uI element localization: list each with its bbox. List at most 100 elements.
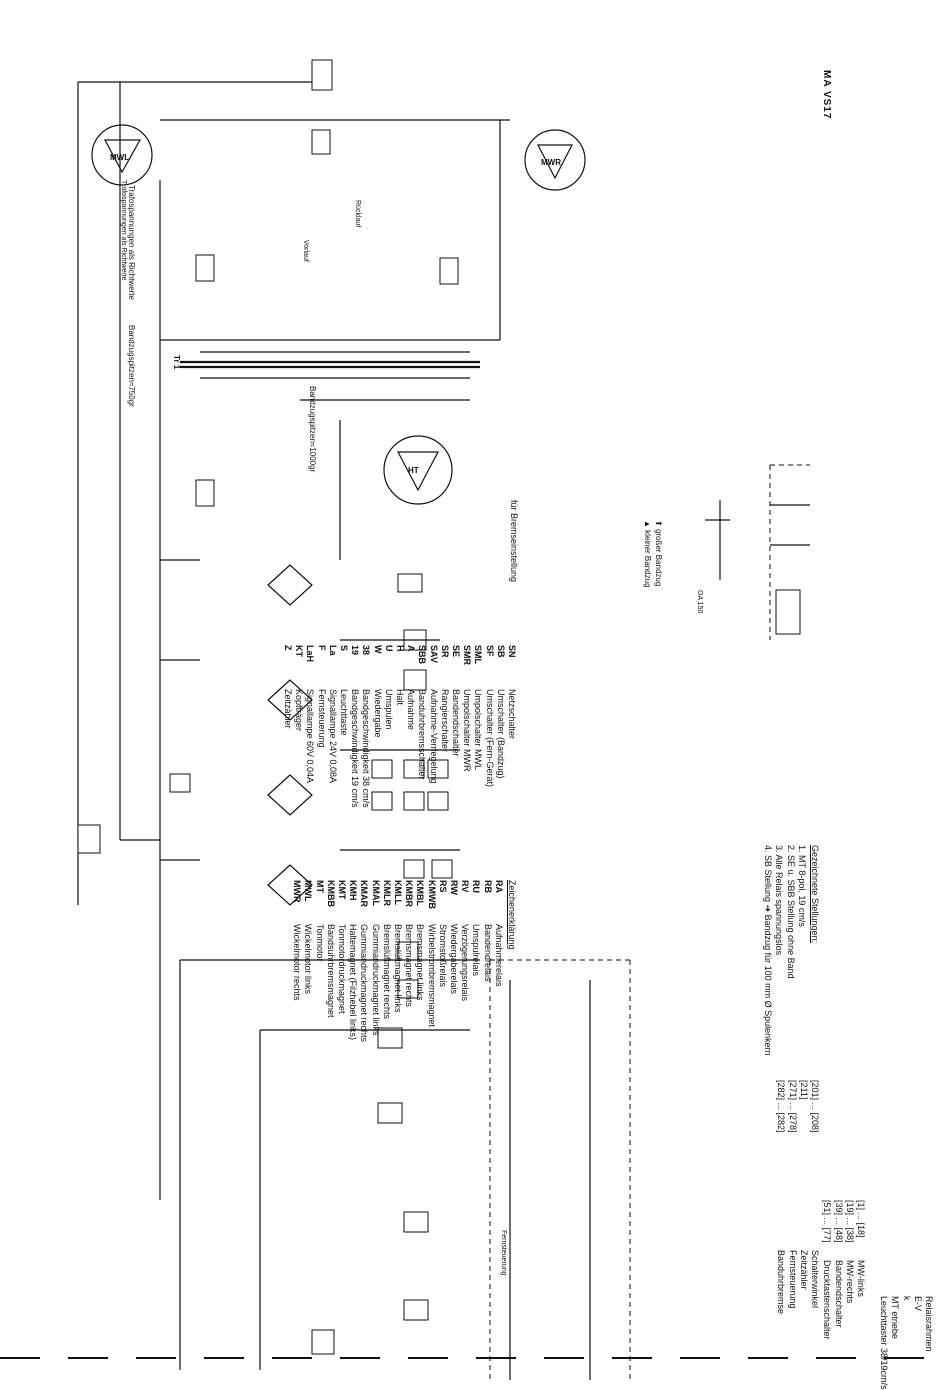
bottom-dash-rule (0, 1357, 950, 1359)
partial-1: E-V (912, 1296, 923, 1312)
relay-legend-row: RS Stromstoßrelais (437, 880, 448, 1094)
switch-legend-code: SAV (428, 645, 439, 663)
switch-legend-code: La (327, 645, 338, 656)
relay-legend-text: Wiedergaberelais (448, 924, 459, 995)
switch-legend-code: U (383, 645, 394, 652)
relay-legend-code: RA (493, 880, 504, 893)
switch-legend-text: Netzschalter (507, 689, 517, 740)
bandzug-note-1: Bandzugspitzen≈750gr (127, 325, 136, 407)
partial-2: k (901, 1296, 912, 1301)
switch-legend-text: Bandgeschwindigkeit 38 cm/s (361, 689, 372, 808)
svg-text:OA 150: OA 150 (696, 590, 703, 613)
partial-0: Relaisrahmen (924, 1296, 934, 1352)
motor-mwr: MWR (524, 129, 586, 191)
switch-legend-code: W (372, 645, 383, 654)
positions-block: Gezeichnete Stellungen: 1. MT 8-pol. 19 … (762, 845, 820, 1056)
relay-legend-code: KMBB (325, 880, 336, 907)
relay-legend-row: RB Bandendrelais (481, 880, 493, 1094)
relay-legend-code: RV (460, 880, 471, 893)
terminal-6: [39] ... [48] (833, 1200, 844, 1243)
relay-legend-code: KMT (336, 880, 347, 900)
switch-legend-code: F (316, 645, 327, 651)
switch-legend-text: Signallampe 24V 0,08A (327, 689, 338, 784)
svg-text:HT: HT (408, 466, 419, 475)
relay-legend-text: Tonmotordruckmagnet (336, 924, 347, 1014)
svg-text:Rücklauf: Rücklauf (354, 200, 361, 227)
switch-legend-text: Banduhrbremsschalter (417, 689, 428, 780)
relay-legend-text: Aufnahmerelais (493, 924, 504, 987)
terminals-block-2: [1] ... [18]MW-links [19] ... [38]MW-rec… (822, 1200, 866, 1340)
svg-text:Tr 1: Tr 1 (172, 355, 181, 370)
terminal-1: [211] (798, 1080, 809, 1100)
relay-legend-code: KMBR (404, 880, 415, 907)
switch-legend-code: SBB (417, 645, 428, 665)
switch-legend-text: Halt (394, 689, 405, 706)
switch-legend-row: SMR Umpolschalter MWR (461, 645, 472, 859)
terminal-2: [271] ... [278] (787, 1080, 798, 1133)
switch-legend-row: SE Bandendschalter (450, 645, 461, 859)
position-1: 1. MT 8-pol. 19 cm/s (796, 845, 807, 927)
relay-legend-code: KMAL (370, 880, 381, 906)
switch-legend-row: SN Netzschalter (506, 645, 517, 859)
document-id: MA VS17 (821, 70, 832, 120)
position-3: 3. Alle Relais spannungslos (774, 845, 785, 956)
switch-legend-text: Aufnahme (406, 689, 417, 731)
partial-4: Leuchttaster 38/19cm/s (879, 1296, 890, 1390)
switch-legend-code: SMR (462, 645, 473, 665)
switch-legend-code: SR (439, 645, 450, 658)
switch-legend-text: Bandendschalter (450, 689, 461, 757)
relay-legend-text: Haltemagnet (Filzhebel links) (348, 924, 359, 1041)
relay-legend-text: Bandendrelais (482, 924, 493, 982)
relay-legend-text: Stromstoßrelais (437, 924, 448, 988)
switch-legend-text: Umpolschalter MWR (462, 689, 473, 772)
switch-legend-text: Umschalter (Bandzug) (495, 689, 506, 779)
switch-legend-row: SBB Banduhrbremsschalter (416, 645, 427, 859)
relay-legend-code: RB (482, 880, 493, 893)
arrow-legend: ⬆ großer Bandzug ▲ kleiner Bandzug (642, 520, 664, 588)
supply-rails (77, 81, 510, 1200)
switch-legend-code: SF (484, 645, 495, 657)
switch-legend-code: LaH (305, 645, 316, 663)
position-2: 2. SE u. SBB Stellung ohne Band (785, 845, 796, 979)
switch-legend-row: U Umspulen (383, 645, 394, 859)
relay-legend-text: Wickelmotor rechts (292, 924, 303, 1001)
relay-legend-code: KMLL (392, 880, 403, 905)
terminal-4: [1] ... [18] (856, 1200, 866, 1238)
rectifier-bridges (267, 564, 313, 906)
switch-legend-text: Umspulen (383, 689, 394, 730)
switch-legend-code: S (338, 645, 349, 652)
motor-ht: HT (383, 435, 453, 505)
svg-text:MWR: MWR (541, 158, 561, 167)
relay-legend-code: RS (437, 880, 448, 893)
switch-legend-code: A (406, 645, 417, 652)
relay-legend-code: KMBL (415, 880, 426, 906)
terminal-7: [51] ... [77] (822, 1200, 833, 1243)
switch-legend-code: SN (507, 645, 517, 658)
terminal-0: [201] ... [208] (810, 1080, 820, 1133)
svg-text:Fernsteuerung: Fernsteuerung (500, 1230, 507, 1276)
switch-legend-code: SE (450, 645, 461, 658)
switch-legend-text: Rangierschalter (439, 689, 450, 753)
switch-legend-text: Leuchttaste (338, 689, 349, 736)
switch-legend-text: Umpolschalter MWL (473, 689, 484, 771)
terminals-block: [201] ... [208]Schalterwinkel [211]Zeitz… (776, 1080, 820, 1315)
relay-legend-code: RU (471, 880, 482, 893)
